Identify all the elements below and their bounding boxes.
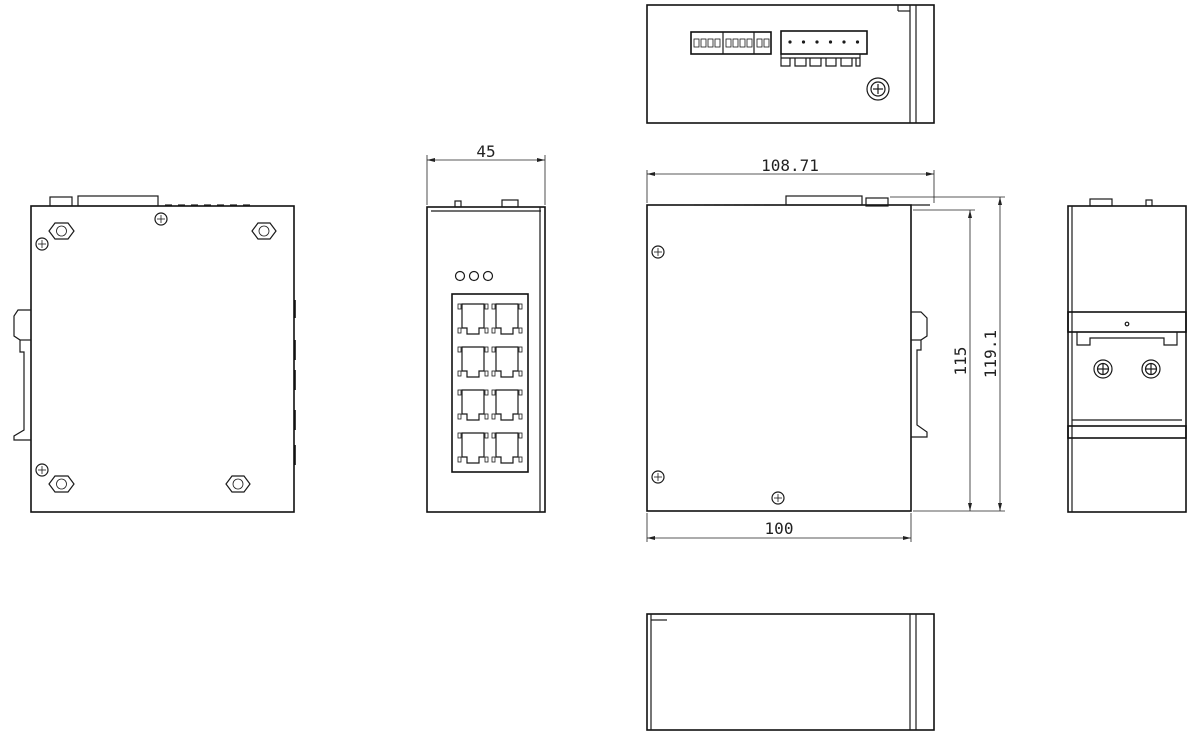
top-view-terminal-block xyxy=(780,30,868,67)
back-view-screw-tl xyxy=(35,237,49,251)
terminal-pin-1 xyxy=(788,40,792,44)
top-view-body xyxy=(646,4,935,124)
end-view-screw-left xyxy=(1093,359,1113,379)
terminal-pins xyxy=(788,40,860,44)
end-view-top-pin xyxy=(1145,199,1153,207)
end-view-body xyxy=(1067,205,1187,513)
back-view-bolt-bl xyxy=(48,475,75,493)
terminal-pin-5 xyxy=(842,40,846,44)
terminal-pin-4 xyxy=(828,40,833,44)
rj45-ports xyxy=(457,303,523,464)
rj45-port-2 xyxy=(491,303,523,335)
led-3 xyxy=(482,270,494,282)
dip-switch-7 xyxy=(739,38,746,48)
terminal-pin-6 xyxy=(855,40,860,44)
rj45-port-5 xyxy=(457,389,489,421)
side-view-top-screw xyxy=(865,197,889,207)
dip-switch-3 xyxy=(707,38,714,48)
back-view-din-clip xyxy=(13,309,31,441)
dim-108-71-label: 108.71 xyxy=(761,156,819,175)
terminal-block-clamps xyxy=(780,54,861,67)
back-view-top-terminal xyxy=(77,195,159,207)
dip-switch-1 xyxy=(693,38,700,48)
led-1 xyxy=(454,270,466,282)
end-view-screw-right xyxy=(1141,359,1161,379)
terminal-pin-3 xyxy=(815,40,819,44)
back-view-bolt-tl xyxy=(48,222,75,240)
back-view-bolt-br xyxy=(225,475,251,493)
led-2 xyxy=(468,270,480,282)
side-view-terminal xyxy=(785,195,863,206)
back-view xyxy=(13,195,296,513)
side-view xyxy=(646,195,930,512)
dim-115: 115 xyxy=(913,209,975,512)
back-view-screw-bl xyxy=(35,463,49,477)
dim-45: 45 xyxy=(426,142,546,205)
dip-switch-frame xyxy=(690,31,772,55)
dip-switch-9 xyxy=(756,38,763,48)
din-rail-top xyxy=(1067,311,1187,333)
back-view-screw-top xyxy=(154,212,168,226)
rj45-port-6 xyxy=(491,389,523,421)
dip-switch-10 xyxy=(763,38,770,48)
terminal-block-frame xyxy=(780,30,868,55)
front-view-leds xyxy=(454,270,494,282)
din-rail-profile xyxy=(1076,332,1178,346)
terminal-pin-2 xyxy=(801,40,806,44)
rj45-port-3 xyxy=(457,346,489,378)
rj45-port-1 xyxy=(457,303,489,335)
side-view-screw-tl xyxy=(651,245,665,259)
din-rail-bottom xyxy=(1067,425,1187,439)
back-view-top-screw xyxy=(49,196,73,207)
dip-switch-8 xyxy=(746,38,753,48)
dim-119-1-label: 119.1 xyxy=(981,330,1000,378)
front-view-top-screw xyxy=(501,199,519,208)
front-view-body xyxy=(426,206,546,513)
dim-119-1: 119.1 xyxy=(890,196,1005,512)
dim-100: 100 xyxy=(646,513,912,542)
rj45-port-8 xyxy=(491,432,523,464)
end-view xyxy=(1067,198,1187,513)
dip-switch-4 xyxy=(714,38,721,48)
top-view xyxy=(646,4,935,124)
front-view-top-pin xyxy=(454,200,462,208)
dim-115-label: 115 xyxy=(951,347,970,376)
dim-100-label: 100 xyxy=(765,519,794,538)
top-view-ground-screw xyxy=(866,77,890,101)
side-view-screw-bottom xyxy=(771,491,785,505)
bottom-view-body xyxy=(646,613,935,731)
dim-108-71: 108.71 xyxy=(646,156,935,203)
end-view-top-screw xyxy=(1089,198,1113,207)
rj45-port-7 xyxy=(457,432,489,464)
side-view-body xyxy=(646,204,912,512)
side-view-screw-bl xyxy=(651,470,665,484)
rj45-port-4 xyxy=(491,346,523,378)
dip-switches xyxy=(690,31,772,55)
dim-45-label: 45 xyxy=(476,142,495,161)
front-view-port-block xyxy=(451,293,529,473)
side-view-din-clip xyxy=(911,311,928,438)
front-view xyxy=(426,199,546,513)
dip-switch-5 xyxy=(725,38,732,48)
bottom-view xyxy=(646,613,935,731)
back-view-bolt-tr xyxy=(251,222,277,240)
back-view-body xyxy=(30,205,295,513)
dip-switch-6 xyxy=(732,38,739,48)
dip-switch-2 xyxy=(700,38,707,48)
